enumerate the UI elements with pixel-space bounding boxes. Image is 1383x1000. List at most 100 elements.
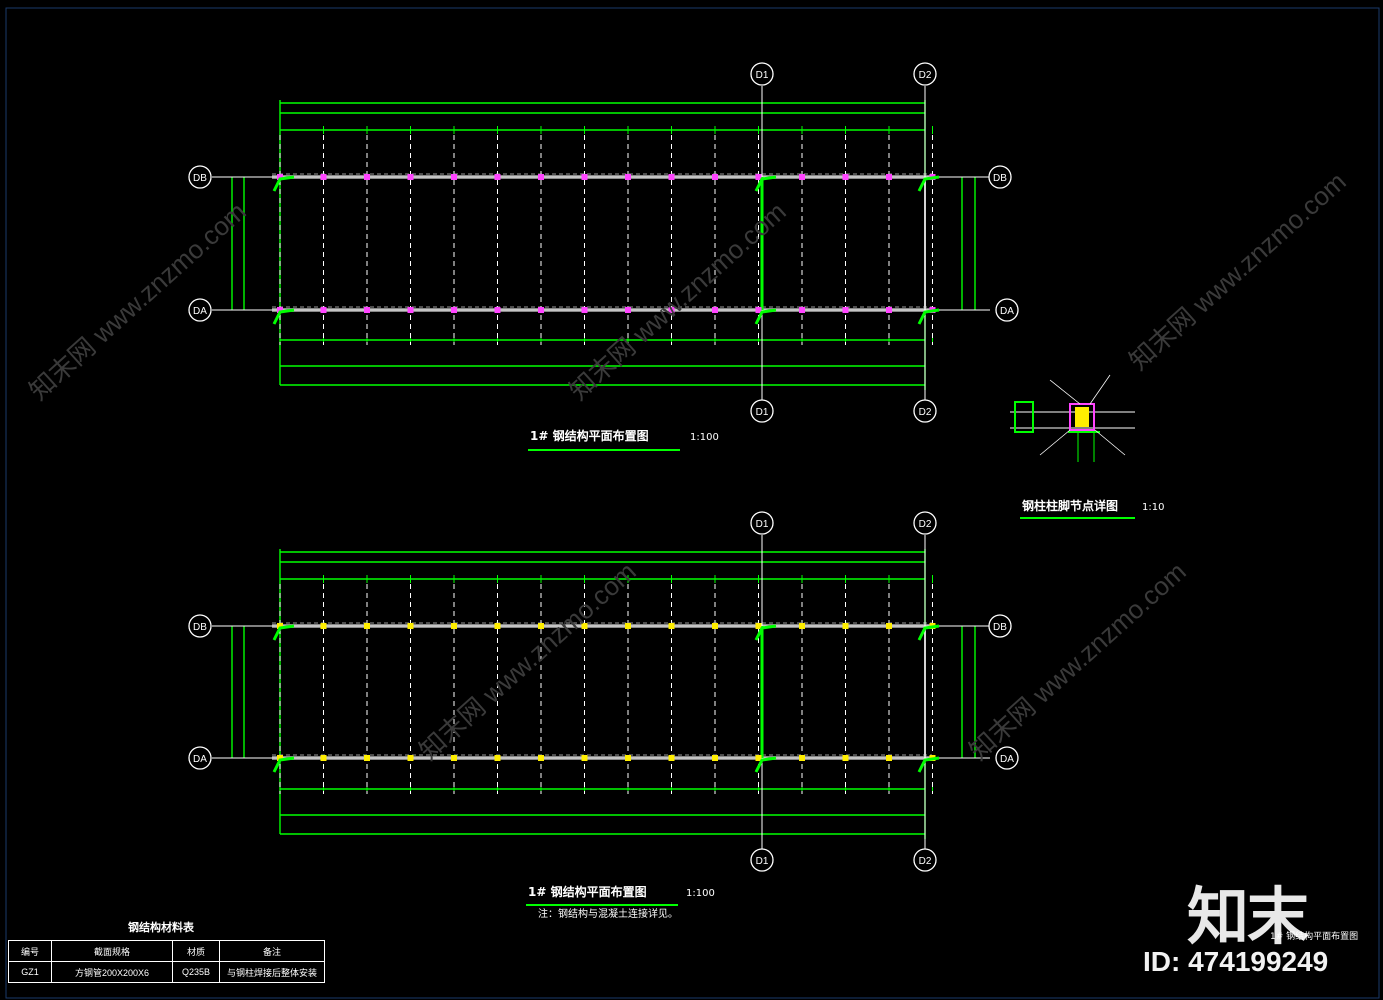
column-marker bbox=[625, 307, 631, 313]
support-hook bbox=[272, 624, 295, 641]
support-hook bbox=[754, 624, 777, 641]
column-marker bbox=[451, 307, 457, 313]
axis-bubble bbox=[750, 62, 774, 86]
column-marker bbox=[320, 174, 327, 180]
column-marker bbox=[668, 174, 675, 180]
column-marker bbox=[538, 623, 544, 629]
column-marker bbox=[668, 623, 675, 629]
brand-logo: 知末 bbox=[1187, 880, 1309, 953]
legend-header-row: 编号 截面规格 材质 备注 bbox=[8, 940, 325, 962]
leader-line bbox=[1049, 379, 1081, 405]
column-marker bbox=[364, 623, 370, 629]
column-marker bbox=[712, 755, 718, 761]
column-marker bbox=[451, 174, 457, 180]
column-marker bbox=[494, 623, 501, 629]
column-marker bbox=[364, 307, 370, 313]
column-marker bbox=[407, 623, 414, 629]
axis-label: D1 bbox=[756, 519, 769, 530]
column-marker bbox=[668, 755, 675, 761]
column-marker bbox=[494, 307, 501, 313]
axis-bubble bbox=[995, 298, 1019, 322]
axis-label: D2 bbox=[919, 407, 932, 418]
column-marker bbox=[755, 755, 762, 761]
axis-label: DA bbox=[193, 306, 207, 317]
support-hook bbox=[272, 175, 295, 192]
leader-line bbox=[1089, 374, 1111, 405]
column-marker bbox=[886, 174, 892, 180]
support-hook bbox=[272, 756, 295, 773]
column-marker bbox=[451, 755, 457, 761]
column-marker bbox=[886, 307, 892, 313]
support-hook bbox=[754, 175, 777, 192]
column-marker bbox=[625, 755, 631, 761]
column-marker bbox=[581, 623, 588, 629]
column-marker bbox=[668, 307, 675, 313]
axis-bubble bbox=[188, 165, 212, 189]
axis-bubble bbox=[750, 511, 774, 535]
legend-cell: GZ1 bbox=[8, 961, 52, 983]
column-marker bbox=[364, 174, 370, 180]
detail-core bbox=[1075, 407, 1089, 427]
column-marker bbox=[799, 623, 805, 629]
column-marker bbox=[842, 307, 849, 313]
column-marker bbox=[581, 307, 588, 313]
axis-bubble bbox=[913, 399, 937, 423]
axis-label: D2 bbox=[919, 70, 932, 81]
legend-table-title: 钢结构材料表 bbox=[128, 921, 194, 934]
plan-2-note: 注：钢结构与混凝土连接详见。 bbox=[538, 909, 678, 920]
legend-cell: 与钢柱焊接后整体安装 bbox=[219, 961, 325, 983]
legend-cell: 方钢管200X200X6 bbox=[51, 961, 173, 983]
column-marker bbox=[277, 623, 283, 629]
column-marker bbox=[842, 755, 849, 761]
legend-table: 编号 截面规格 材质 备注 GZ1 方钢管200X200X6 Q235B 与钢柱… bbox=[8, 940, 325, 983]
column-marker bbox=[755, 623, 762, 629]
legend-header: 截面规格 bbox=[51, 940, 173, 962]
axis-label: DB bbox=[993, 173, 1007, 184]
detail-scale: 1:10 bbox=[1142, 502, 1165, 513]
axis-bubble bbox=[188, 614, 212, 638]
axis-label: DB bbox=[193, 173, 207, 184]
column-marker bbox=[886, 755, 892, 761]
column-marker bbox=[886, 623, 892, 629]
column-marker bbox=[407, 307, 414, 313]
column-base-detail bbox=[1010, 374, 1135, 462]
axis-label: DA bbox=[1000, 754, 1014, 765]
support-hook bbox=[917, 756, 940, 773]
column-marker bbox=[364, 755, 370, 761]
legend-row: GZ1 方钢管200X200X6 Q235B 与钢柱焊接后整体安装 bbox=[8, 961, 325, 983]
column-marker bbox=[799, 307, 805, 313]
column-marker bbox=[842, 623, 849, 629]
support-hook bbox=[754, 308, 777, 325]
plan-1-caption: 1# 钢结构平面布置图 bbox=[530, 429, 649, 443]
plan-1-scale: 1:100 bbox=[690, 432, 719, 443]
column-marker bbox=[538, 307, 544, 313]
column-marker bbox=[407, 174, 414, 180]
column-marker bbox=[538, 174, 544, 180]
support-hook bbox=[917, 175, 940, 192]
axis-label: D1 bbox=[756, 856, 769, 867]
column-marker bbox=[277, 174, 283, 180]
column-marker bbox=[799, 755, 805, 761]
legend-cell: Q235B bbox=[172, 961, 220, 983]
axis-label: DA bbox=[1000, 306, 1014, 317]
axis-bubble bbox=[188, 746, 212, 770]
column-marker bbox=[277, 755, 283, 761]
drawing-frame bbox=[5, 7, 1380, 999]
axis-bubble bbox=[750, 399, 774, 423]
column-marker bbox=[625, 174, 631, 180]
legend-header: 材质 bbox=[172, 940, 220, 962]
legend-header: 备注 bbox=[219, 940, 325, 962]
axis-label: DB bbox=[193, 622, 207, 633]
axis-bubble bbox=[988, 614, 1012, 638]
column-marker bbox=[755, 307, 762, 313]
legend-header: 编号 bbox=[8, 940, 52, 962]
support-hook bbox=[754, 756, 777, 773]
axis-label: DB bbox=[993, 622, 1007, 633]
axis-label: D2 bbox=[919, 856, 932, 867]
column-marker bbox=[320, 623, 327, 629]
